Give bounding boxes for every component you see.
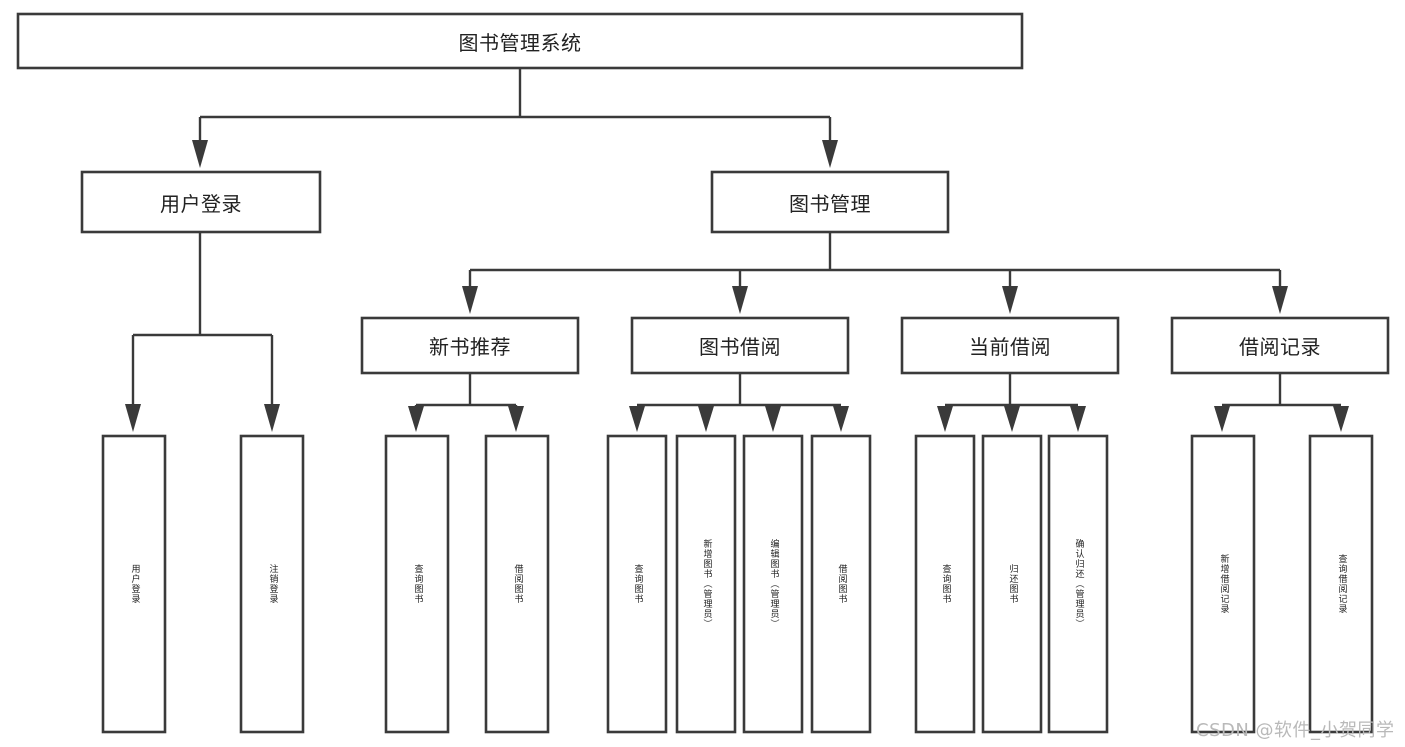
- node-box-user-login[interactable]: [80, 170, 322, 234]
- arrow-borrowrecord-leaf-2: [1333, 406, 1349, 432]
- arrow-to-logout-leaf: [264, 404, 280, 432]
- arrow-to-user-login: [192, 140, 208, 168]
- arrow-bookborrow-leaf-1: [629, 406, 645, 432]
- node-box-leaf-borrow-book-a[interactable]: [484, 434, 550, 734]
- node-box-leaf-confirm-return-admin[interactable]: [1047, 434, 1109, 734]
- arrow-currentborrow-leaf-2: [1004, 406, 1020, 432]
- arrow-to-user-login-leaf: [125, 404, 141, 432]
- node-box-book-manage[interactable]: [710, 170, 950, 234]
- csdn-watermark: CSDN @软件_小贺同学: [1196, 720, 1395, 741]
- connector-group-bookborrow-children: [629, 373, 849, 432]
- node-box-borrow-record[interactable]: [1170, 316, 1390, 375]
- node-box-leaf-return-book[interactable]: [981, 434, 1043, 734]
- node-box-leaf-query-book-b[interactable]: [606, 434, 668, 734]
- connector-group-userlogin-children: [125, 232, 280, 432]
- node-box-leaf-query-book-a[interactable]: [384, 434, 450, 734]
- arrow-to-book-borrow: [732, 286, 748, 314]
- arrow-bookborrow-leaf-3: [765, 406, 781, 432]
- node-box-root[interactable]: [16, 12, 1024, 70]
- node-box-leaf-borrow-book-b[interactable]: [810, 434, 872, 734]
- connector-group-root-to-level2: [192, 68, 838, 168]
- arrow-newbook-leaf-2: [508, 406, 524, 432]
- node-box-leaf-edit-book-admin[interactable]: [742, 434, 804, 734]
- node-box-leaf-add-book-admin[interactable]: [675, 434, 737, 734]
- node-box-leaf-logout[interactable]: [239, 434, 305, 734]
- arrow-borrowrecord-leaf-1: [1214, 406, 1230, 432]
- node-box-leaf-user-login[interactable]: [101, 434, 167, 734]
- arrow-to-current-borrow: [1002, 286, 1018, 314]
- arrow-to-new-book-rec: [462, 286, 478, 314]
- node-box-new-book-recommend[interactable]: [360, 316, 580, 375]
- arrow-to-book-manage: [822, 140, 838, 168]
- connector-group-bookmanage-children: [462, 232, 1288, 314]
- arrow-currentborrow-leaf-3: [1070, 406, 1086, 432]
- arrow-newbook-leaf-1: [408, 406, 424, 432]
- node-box-current-borrow[interactable]: [900, 316, 1120, 375]
- arrow-bookborrow-leaf-2: [698, 406, 714, 432]
- node-box-leaf-add-borrow-record[interactable]: [1190, 434, 1256, 734]
- node-box-leaf-query-borrow-record[interactable]: [1308, 434, 1374, 734]
- connector-group-currentborrow-children: [937, 373, 1086, 432]
- arrow-to-borrow-record: [1272, 286, 1288, 314]
- arrow-bookborrow-leaf-4: [833, 406, 849, 432]
- node-box-book-borrow[interactable]: [630, 316, 850, 375]
- arrow-currentborrow-leaf-1: [937, 406, 953, 432]
- node-box-leaf-query-book-c[interactable]: [914, 434, 976, 734]
- connector-group-borrowrecord-children: [1214, 373, 1349, 432]
- connector-group-newbook-children: [408, 373, 524, 432]
